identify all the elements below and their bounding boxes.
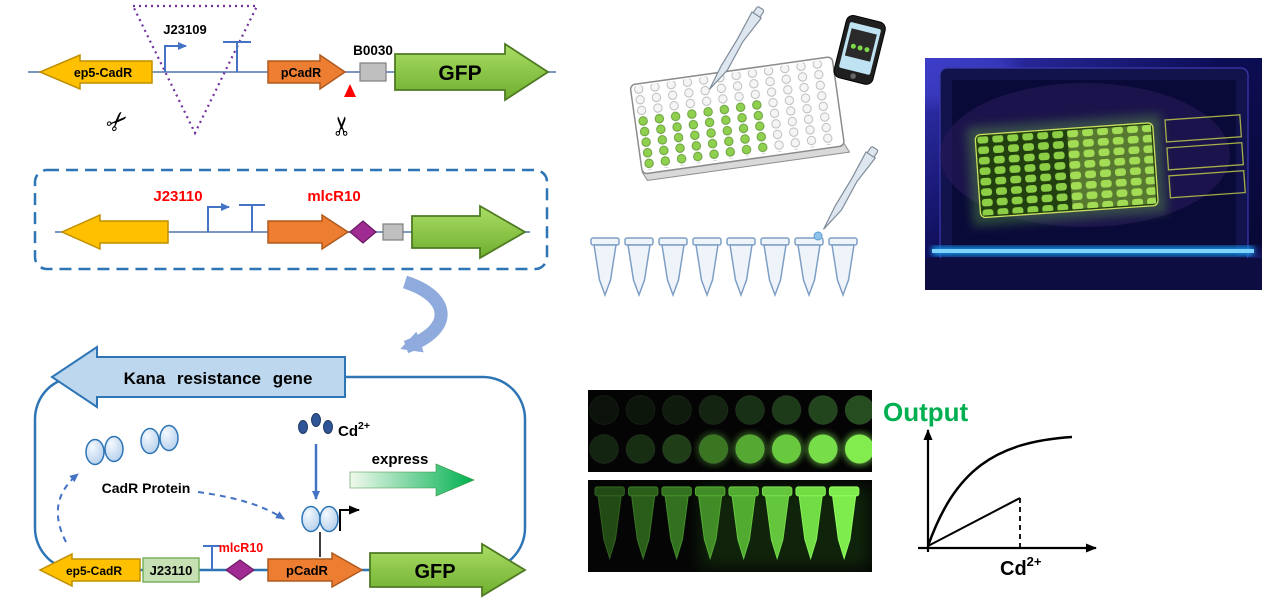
fluorescent-wells-photo — [588, 390, 872, 472]
ep5-cadr-label: ep5-CadR — [74, 66, 132, 80]
ep5-cadr-gene-arrow — [38, 552, 141, 588]
top-construct: ep5-CadR J23109 pCadR B0030 GFP ✂ ✂ — [28, 4, 556, 140]
mlcr10-operator-diamond — [224, 559, 256, 581]
transcription-start-arrow — [339, 505, 360, 531]
output-graph: Output Cd2+ — [883, 397, 1097, 580]
dashed-regulation-arrow — [197, 491, 285, 520]
cd-axis-label: Cd2+ — [1000, 554, 1042, 580]
rbs-box — [382, 223, 404, 241]
promoter-j23109-label: J23109 — [163, 22, 206, 37]
pcr-tube — [828, 237, 858, 296]
j23110-promoter-box — [142, 557, 200, 583]
blue-light-imager-photo — [925, 58, 1262, 290]
gfp-label: GFP — [438, 62, 481, 85]
rbs-b0030-box — [359, 62, 387, 82]
pcr-tube — [658, 237, 688, 296]
pcadr-label: pCadR — [281, 66, 321, 80]
express-label: express — [372, 451, 429, 468]
droplet — [813, 231, 823, 241]
kana-resistance-label: Kana resistance gene — [124, 369, 313, 388]
dotted-triangle-excision-region — [131, 4, 259, 136]
cadr-protein-label: CadR Protein — [102, 480, 191, 496]
dashed-construct-box — [33, 168, 549, 271]
gfp-gene-arrow — [369, 542, 527, 598]
pcr-tube — [590, 237, 620, 296]
pcr-tube — [624, 237, 654, 296]
mlcr10-label: mlcR10 — [219, 541, 264, 555]
gfp-gene-arrow — [394, 42, 550, 102]
promoter-j23109-arrow-icon — [164, 42, 187, 72]
mlcr10-operator-diamond — [349, 220, 377, 244]
scissors-icon: ✂ — [99, 103, 136, 140]
cadr-protein-dimer — [85, 435, 124, 466]
promoter-j23110-label: J23110 — [153, 188, 202, 205]
kana-resistance-arrow — [50, 345, 346, 409]
terminator-icon — [239, 204, 265, 232]
well-plate-green-wells — [636, 98, 771, 170]
gfp-label: GFP — [414, 561, 455, 583]
response-curve — [926, 435, 1073, 547]
scissors-icon: ✂ — [327, 115, 357, 137]
pcadr-label: pCadR — [286, 563, 329, 578]
j23110-label: J23110 — [150, 563, 193, 578]
ep5-cadr-gene-arrow — [38, 53, 153, 91]
repressor-gene-arrow — [60, 213, 169, 251]
express-arrow — [349, 463, 475, 497]
pipette-icon — [817, 144, 881, 233]
pcr-tube — [760, 237, 790, 296]
mlcr10-label: mlcR10 — [307, 188, 360, 205]
pcr-tube-row — [590, 237, 858, 296]
ep5-cadr-label: ep5-CadR — [66, 564, 122, 578]
boxed-construct: J23110 mlcR10 — [33, 168, 549, 271]
insertion-site-marker — [344, 84, 356, 97]
cd-ion-label: Cd2+ — [338, 420, 370, 440]
cadr-protein-dimer — [140, 424, 179, 455]
assembly-arrow — [400, 275, 448, 354]
smartphone-icon — [833, 14, 886, 85]
rbs-b0030-label: B0030 — [353, 43, 393, 58]
terminator-icon — [203, 545, 221, 570]
pcadr-promoter-arrow — [267, 53, 347, 91]
pcr-tube — [692, 237, 722, 296]
pcadr-promoter-arrow — [267, 213, 350, 251]
pcr-tube — [726, 237, 756, 296]
pcr-tube — [794, 237, 824, 296]
bound-cadr-dimer — [301, 505, 339, 533]
plasmid-diagram: Kana resistance gene CadR Protein Cd2+ e… — [33, 345, 527, 598]
fluorescent-tubes-photo — [588, 480, 872, 572]
pcadr-promoter-arrow — [267, 551, 364, 589]
cd-ions — [298, 413, 333, 434]
terminator-icon — [223, 41, 251, 72]
dashed-translation-arrow — [56, 473, 79, 543]
well-plate — [629, 56, 851, 182]
output-title: Output — [883, 397, 969, 427]
gfp-gene-arrow — [411, 204, 527, 260]
promoter-j23110-arrow-icon — [207, 203, 230, 232]
linear-range-line — [927, 497, 1021, 547]
